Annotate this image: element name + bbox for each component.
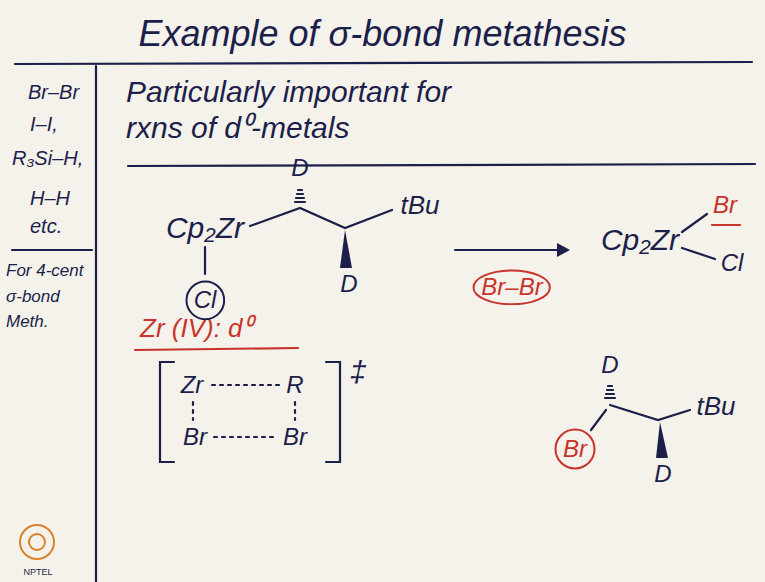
ts-bracket (326, 362, 340, 462)
red-underline (712, 224, 740, 226)
hashed-bond (605, 386, 615, 398)
note: For 4-cent σ-bond Meth. (6, 258, 92, 335)
reagent: R₃Si–H, (12, 146, 83, 170)
hashed-bond (295, 190, 305, 202)
metal-fragment: Cp₂Zr (601, 222, 679, 258)
alkyl-chain-bond (610, 405, 690, 420)
logo-core (29, 534, 45, 550)
group-label: tBu (696, 391, 735, 422)
logo-ring (20, 525, 54, 559)
zr-br-bond (682, 214, 707, 232)
reagent: H–H (30, 186, 70, 210)
zr-cl-bond (682, 248, 715, 259)
atom-label: D (340, 270, 357, 299)
arrow-head (557, 243, 570, 257)
reaction-arrow (455, 249, 560, 251)
atom-label: D (601, 351, 618, 380)
ts-atom: Br (183, 423, 207, 452)
partial-bond (193, 385, 295, 437)
reagent: Br–Br (28, 80, 79, 104)
metal-fragment: Cp₂Zr (166, 210, 244, 246)
atom-label: Br (713, 191, 737, 220)
atom-label: Br (554, 435, 596, 464)
column-divider (12, 249, 92, 251)
reagent: I–I, (30, 112, 58, 136)
circled-group: Cl (185, 280, 226, 321)
ts-symbol: ‡ (350, 354, 367, 390)
atom-label: D (654, 460, 671, 489)
atom-label: D (291, 154, 308, 183)
note: Particularly important for rxns of d⁰-me… (126, 74, 486, 146)
circled-group: Br (554, 428, 596, 470)
atom-label: Br–Br (472, 273, 551, 302)
title-rule (15, 62, 752, 64)
group-label: tBu (400, 190, 439, 221)
note: etc. (30, 214, 62, 238)
atom-label: Cl (185, 286, 226, 315)
wedge-bond (340, 230, 352, 268)
wedge-bond (656, 422, 668, 458)
ts-atom: Zr (181, 371, 204, 400)
alkyl-chain-bond (250, 208, 392, 228)
section-rule (128, 164, 755, 166)
slide-title: Example of σ-bond metathesis (0, 12, 765, 55)
ts-bracket (160, 362, 174, 462)
red-underline (135, 348, 298, 350)
ts-atom: R (286, 371, 303, 400)
c-br-bond (591, 410, 606, 430)
atom-label: Cl (721, 249, 744, 278)
zr-cl-bond (204, 247, 206, 274)
circled-group: Br–Br (472, 269, 551, 306)
oxidation-state: Zr (IV): d⁰ (140, 313, 252, 344)
watermark: NPTEL (23, 567, 52, 578)
ts-atom: Br (283, 423, 307, 452)
column-rule (95, 66, 97, 582)
